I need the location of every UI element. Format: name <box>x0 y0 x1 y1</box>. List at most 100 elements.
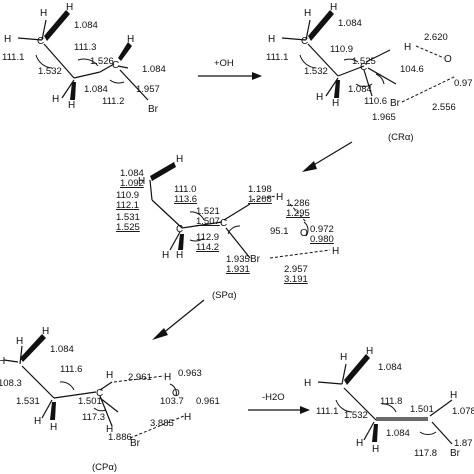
atom-label: H <box>127 34 134 45</box>
atom-label: H <box>340 352 347 363</box>
bond-length: 1.532 <box>304 66 328 77</box>
bond-length-alt: 1.525 <box>116 222 140 233</box>
atom-label: H <box>50 422 57 433</box>
bond-angle-alt: 113.6 <box>174 194 197 205</box>
bond-length-alt: 0.980 <box>310 234 334 245</box>
bond-angle: 111.3 <box>74 42 96 53</box>
atom-label: Br <box>390 98 401 109</box>
bond-angle: 103.7 <box>160 396 184 407</box>
atom-label: H <box>366 346 373 357</box>
bond-length: 2.961 <box>128 372 152 383</box>
saddle-point-sp-alpha: H H C H H C H O H Br 1.084 1.092 1.531 1… <box>116 154 339 301</box>
complex-cp-alpha: H H H H H C H H H O H Br 1.084 1.531 1.5… <box>0 326 220 473</box>
reaction-arrow-remove-water: -H2O <box>248 392 310 414</box>
bond-length-alt: 3.191 <box>284 274 308 285</box>
bond-length: 1.521 <box>196 206 220 217</box>
bond-angle-alt: 112.1 <box>116 200 139 211</box>
bond-length-alt: 1.507 <box>196 216 220 227</box>
bond-length: 1.532 <box>38 66 62 77</box>
bond-angle: 110.9 <box>330 44 353 55</box>
atom-label: Br <box>250 254 261 265</box>
bond-length: 3.885 <box>150 418 174 429</box>
bond-length: 1.957 <box>136 84 160 95</box>
bond-length: 1.935 <box>226 254 250 265</box>
bond-angle: 111.1 <box>2 52 24 63</box>
bond-angle: 110.6 <box>364 96 387 107</box>
bond-angle: 111.2 <box>102 96 124 107</box>
bond-angle: 117.8 <box>414 448 437 459</box>
atom-label: H <box>332 98 339 109</box>
atom-label: O <box>444 54 452 65</box>
complex-cr-alpha: H C H H H H C H O Br 1.084 1.532 1.525 1… <box>266 2 473 143</box>
bond-length: 1.526 <box>90 56 114 67</box>
bond-angle: 111.1 <box>316 406 338 417</box>
atom-label: H <box>40 8 47 19</box>
atom-label: H <box>356 438 363 449</box>
bond-length: 1.501 <box>78 396 102 407</box>
bond-angle: 108.3 <box>0 378 22 389</box>
atom-label: H <box>138 176 145 187</box>
atom-label: H <box>268 34 275 45</box>
atom-label: C <box>301 36 308 47</box>
bond-length: 1.501 <box>410 404 434 415</box>
bond-length: 1.078 <box>452 406 474 417</box>
atom-label: H <box>330 2 337 13</box>
bond-angle: 112.9 <box>196 232 219 243</box>
bond-length: 1.532 <box>344 410 368 421</box>
complex-label: (CPα) <box>92 462 117 473</box>
bond-length: 1.87 <box>454 438 473 449</box>
atom-label: H <box>16 336 23 347</box>
bond-angle: 104.6 <box>400 64 424 75</box>
atom-label: H <box>304 8 311 19</box>
bond-length: 1.084 <box>338 18 362 29</box>
reaction-arrow-add-oh: +OH <box>198 58 262 80</box>
bond-length-alt: 1.092 <box>120 178 144 189</box>
atom-label: H <box>164 372 171 383</box>
atom-label: C <box>112 60 119 71</box>
atom-label: H <box>304 378 311 389</box>
bond-length: 1.198 <box>248 184 272 195</box>
bond-length: 1.084 <box>84 84 108 95</box>
atom-label: C <box>96 388 103 399</box>
bond-length: 1.525 <box>352 56 376 67</box>
atom-label: H <box>372 444 379 455</box>
bond-length: 1.084 <box>74 20 98 31</box>
atom-label: O <box>300 228 308 239</box>
atom-label: H <box>66 2 73 13</box>
reaction-arrow-to-cp <box>152 299 205 340</box>
atom-label: H <box>68 100 75 111</box>
atom-label: H <box>106 370 113 381</box>
atom-label: H <box>34 416 41 427</box>
bond-length: 1.084 <box>386 428 410 439</box>
atom-label: Br <box>130 438 141 449</box>
bond-length: 1.084 <box>50 344 74 355</box>
bond-angle: 110.9 <box>116 190 139 201</box>
atom-label: O <box>172 388 180 399</box>
step2-label: -H2O <box>262 392 285 403</box>
bond-length: 1.531 <box>16 396 40 407</box>
product-molecule: H H H H H H Br 1.084 1.532 1.501 1.084 1… <box>304 346 474 459</box>
atom-label: H <box>106 424 113 435</box>
bond-length: 0.972 <box>310 224 334 235</box>
atom-label: H <box>176 154 183 165</box>
atom-label: C <box>360 62 367 73</box>
atom-label: H <box>184 412 191 423</box>
atom-label: H <box>4 34 11 45</box>
bond-angle: 111.8 <box>380 396 402 407</box>
bond-angle-alt: 114.2 <box>196 242 219 253</box>
bond-length: 1.886 <box>108 432 132 443</box>
bond-length: 2.556 <box>432 102 456 113</box>
bond-length: 1.965 <box>372 112 396 123</box>
bond-length: 0.963 <box>178 368 202 379</box>
atom-label: H <box>0 356 5 367</box>
complex-label: (CRα) <box>388 132 414 143</box>
atom-label: H <box>450 390 457 401</box>
bond-length: 1.084 <box>120 168 144 179</box>
bond-length: 1.531 <box>116 212 140 223</box>
bond-angle: 111.0 <box>174 184 196 195</box>
bond-length-alt: 1.295 <box>286 208 310 219</box>
bond-angle: 95.1 <box>270 226 289 237</box>
atom-label: H <box>332 246 339 257</box>
bond-angle: 111.6 <box>60 364 82 375</box>
